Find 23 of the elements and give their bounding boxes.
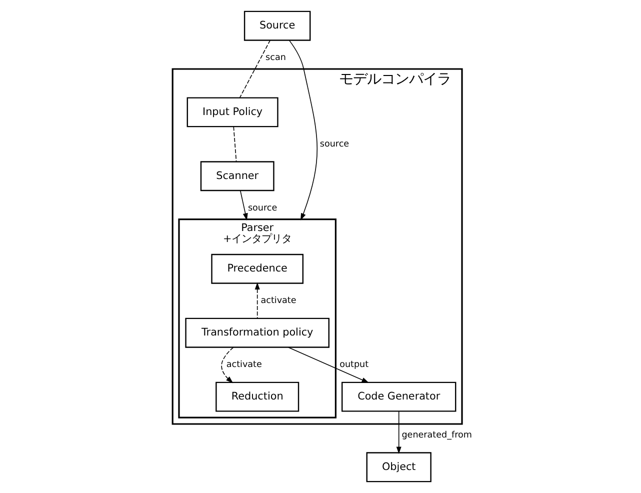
node-box: Precedence: [211, 254, 304, 284]
edge-label: activate: [260, 296, 296, 306]
edge-label: activate: [226, 360, 262, 370]
node-box: Object: [366, 452, 432, 482]
arrow: [396, 411, 402, 454]
arrow: [288, 40, 318, 220]
edge-label: output: [340, 360, 369, 370]
connector: [239, 40, 271, 98]
arrow: [254, 282, 260, 319]
arrow: [240, 190, 248, 220]
node-box: Scanner: [200, 161, 274, 192]
node-box: Source: [244, 10, 311, 41]
node-box: Input Policy: [186, 97, 278, 128]
edge-label: scan: [266, 53, 286, 64]
node-box: Transformation policy: [185, 318, 330, 348]
arrow: [288, 346, 369, 383]
edge-label: source: [320, 139, 350, 150]
node-box: Reduction: [216, 382, 300, 412]
edge-label: source: [248, 203, 278, 214]
edge-label: generated_from: [402, 430, 472, 440]
node-box: Code Generator: [341, 382, 456, 412]
arrow: [221, 347, 234, 384]
connector: [233, 126, 237, 162]
